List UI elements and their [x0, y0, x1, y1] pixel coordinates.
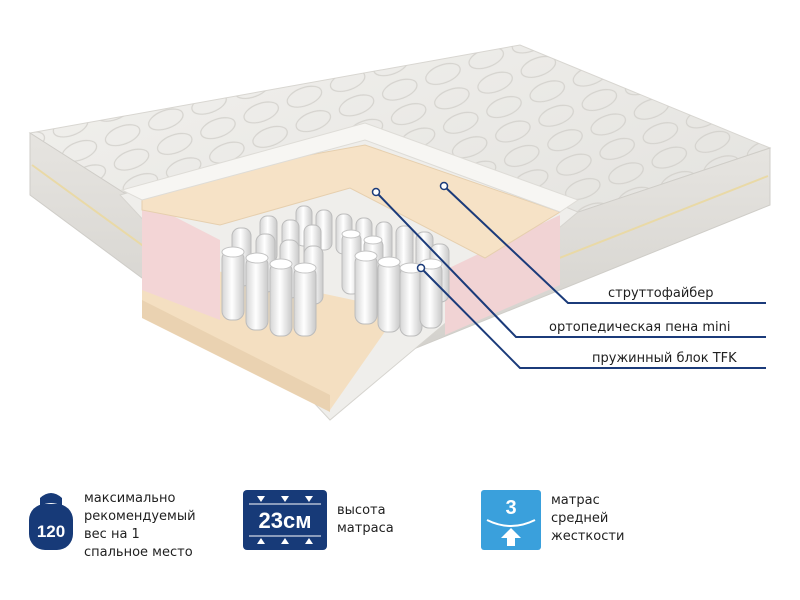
- callout-orthopedic-foam: ортопедическая пена mini: [549, 320, 731, 335]
- spec-height-text: высота матраса: [337, 503, 394, 536]
- spec-weight-text: максимально рекомендуемый вес на 1 спаль…: [84, 491, 196, 560]
- firmness-badge-value: 3: [505, 497, 516, 519]
- kettlebell-icon: 120: [28, 490, 74, 552]
- firmness-level-icon: 3: [481, 490, 541, 552]
- leader-lines: [375, 185, 766, 369]
- leader-dot-foam: [371, 187, 381, 197]
- leader-line-foam: [375, 191, 766, 338]
- spec-max-weight: 120 максимально рекомендуемый вес на 1 с…: [28, 490, 196, 560]
- leader-line-springs: [420, 267, 766, 369]
- height-badge-value: 23см: [259, 508, 312, 533]
- spec-firmness: 3 матрас средней жесткости: [481, 490, 624, 554]
- callout-struttofiber: струттофайбер: [608, 286, 714, 301]
- bottom-foam-front: [142, 300, 330, 412]
- perimeter-foam-left: [142, 200, 220, 320]
- leader-dot-struttofiber: [439, 181, 449, 191]
- perimeter-foam-right: [445, 215, 560, 335]
- callout-spring-block: пружинный блок TFK: [592, 351, 737, 366]
- height-arrows-icon: 23см: [243, 490, 327, 552]
- spec-firmness-text: матрас средней жесткости: [551, 493, 625, 544]
- leader-line-struttofiber: [443, 185, 766, 304]
- spring-block: [221, 205, 450, 337]
- spec-mattress-height: 23см высота матраса: [243, 490, 394, 554]
- orthopedic-foam-layer: [141, 144, 562, 259]
- leader-dot-springs: [416, 263, 426, 273]
- struttofiber-layer: [120, 122, 580, 213]
- weight-badge-value: 120: [37, 522, 65, 541]
